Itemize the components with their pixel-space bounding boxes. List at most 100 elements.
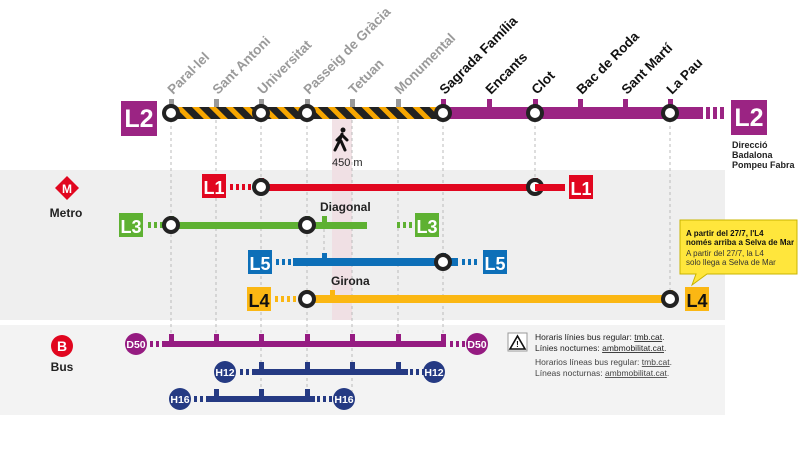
line-dash: [206, 396, 209, 402]
h12-line: [252, 369, 408, 375]
h16-badge[interactable]: [169, 388, 191, 410]
d50-right-badge[interactable]: [466, 333, 488, 355]
station-name[interactable]: Sagrada Família: [437, 13, 521, 97]
h12-label[interactable]: H12: [215, 367, 234, 379]
interchange-station-marker[interactable]: [434, 104, 452, 122]
line-dash: [281, 296, 284, 302]
bus-logo-icon: B: [51, 335, 73, 357]
bus-stop-tick: [214, 334, 219, 342]
metro-logo-icon: M: [55, 176, 79, 200]
bus-stop-tick: [350, 334, 355, 342]
info-link[interactable]: tmb.cat: [642, 357, 671, 367]
info-label: Línies nocturnes:: [535, 343, 602, 353]
walking-person-icon: [333, 127, 349, 152]
line-dash: [474, 259, 477, 265]
interchange-station-marker[interactable]: [162, 216, 180, 234]
interchange-station-marker[interactable]: [298, 290, 316, 308]
direction-text: Badalona: [732, 150, 774, 160]
d50-badge[interactable]: [125, 333, 147, 355]
bus-circle: [51, 335, 73, 357]
walk-body: [333, 132, 349, 152]
h16-right-label[interactable]: H16: [334, 394, 353, 406]
station-name[interactable]: Tetuan: [346, 56, 387, 97]
station-name[interactable]: Paral·lel: [165, 49, 213, 97]
station-tick: [533, 99, 538, 107]
interchange-station-marker[interactable]: [526, 104, 544, 122]
info-link[interactable]: ambmobilitat.cat: [602, 343, 665, 353]
bus-stop-tick: [169, 334, 174, 342]
line-dash: [150, 341, 153, 347]
l3-right-badge: [415, 213, 439, 237]
line-dash: [329, 396, 332, 402]
d50-right-label[interactable]: D50: [467, 339, 486, 351]
interchange-station-marker[interactable]: [661, 104, 679, 122]
warning-triangle: [508, 334, 527, 350]
h12-right-label[interactable]: H12: [424, 367, 443, 379]
station-tick: [578, 99, 583, 107]
bus-stop-tick: [305, 334, 310, 342]
station-tick: [487, 99, 492, 107]
l5-line: [293, 258, 443, 266]
line-dash: [293, 296, 296, 302]
interchange-station-marker[interactable]: [252, 178, 270, 196]
interchange-station-marker[interactable]: [252, 104, 270, 122]
bus-stop-tick: [305, 362, 310, 370]
h16-right-badge[interactable]: [333, 388, 355, 410]
line-dash: [248, 184, 251, 190]
d50-label[interactable]: D50: [126, 339, 145, 351]
interchange-station-marker[interactable]: [661, 290, 679, 308]
bus-stop-tick: [259, 362, 264, 370]
transfer-station-diagonal: Diagonal: [320, 200, 371, 214]
station-name[interactable]: Clot: [529, 68, 559, 98]
l1-label: L1: [203, 178, 224, 198]
station-tick: [441, 99, 446, 107]
interchange-station-marker[interactable]: [162, 104, 180, 122]
info-period: .: [662, 332, 664, 342]
line-dash: [156, 341, 159, 347]
l4-line: [307, 295, 670, 303]
h16-line: [208, 396, 315, 402]
warning-box: [507, 332, 528, 352]
h12-badge[interactable]: [214, 361, 236, 383]
station-name[interactable]: Passeig de Gràcia: [301, 4, 394, 97]
interchange-station-marker[interactable]: [434, 253, 452, 271]
l3-right-label: L3: [416, 217, 437, 237]
l2-label-right: L2: [734, 104, 763, 132]
l1-badge: [202, 174, 226, 198]
bus-info-text: Horarios líneas bus regular: tmb.cat.: [535, 357, 672, 367]
l2-dash: [706, 107, 710, 119]
l2-badge-right: [731, 100, 767, 135]
line-dash: [288, 259, 291, 265]
h12-right-badge[interactable]: [423, 361, 445, 383]
line-dash: [409, 222, 412, 228]
notice-text: A partir del 27/7, la L4: [686, 249, 764, 258]
l1-right-badge: [569, 175, 593, 199]
station-name[interactable]: La Pau: [664, 55, 706, 97]
line-dash: [462, 259, 465, 265]
bus-stop-tick: [214, 389, 219, 397]
interchange-station-marker[interactable]: [298, 104, 316, 122]
bus-stop-tick: [350, 362, 355, 370]
station-tick: [322, 216, 327, 222]
l5-right-badge: [483, 250, 507, 274]
direction-text: Direcció: [732, 140, 768, 150]
line-dash: [200, 396, 203, 402]
line-dash: [154, 222, 157, 228]
bus-stop-tick: [441, 334, 446, 342]
info-link[interactable]: ambmobilitat.cat: [605, 368, 668, 378]
l5-label: L5: [249, 254, 270, 274]
bus-info-text: Línies nocturnes: ambmobilitat.cat.: [535, 343, 666, 353]
station-tick: [330, 290, 335, 296]
bus-section-label: Bus: [51, 360, 74, 374]
station-name[interactable]: Encants: [483, 49, 531, 97]
info-period: .: [667, 368, 669, 378]
interchange-station-marker[interactable]: [298, 216, 316, 234]
station-tick: [350, 99, 355, 107]
h16-label[interactable]: H16: [170, 394, 189, 406]
d50-line: [164, 341, 446, 347]
line-dash: [236, 184, 239, 190]
info-link[interactable]: tmb.cat: [634, 332, 663, 342]
transfer-station-girona: Girona: [331, 274, 370, 288]
